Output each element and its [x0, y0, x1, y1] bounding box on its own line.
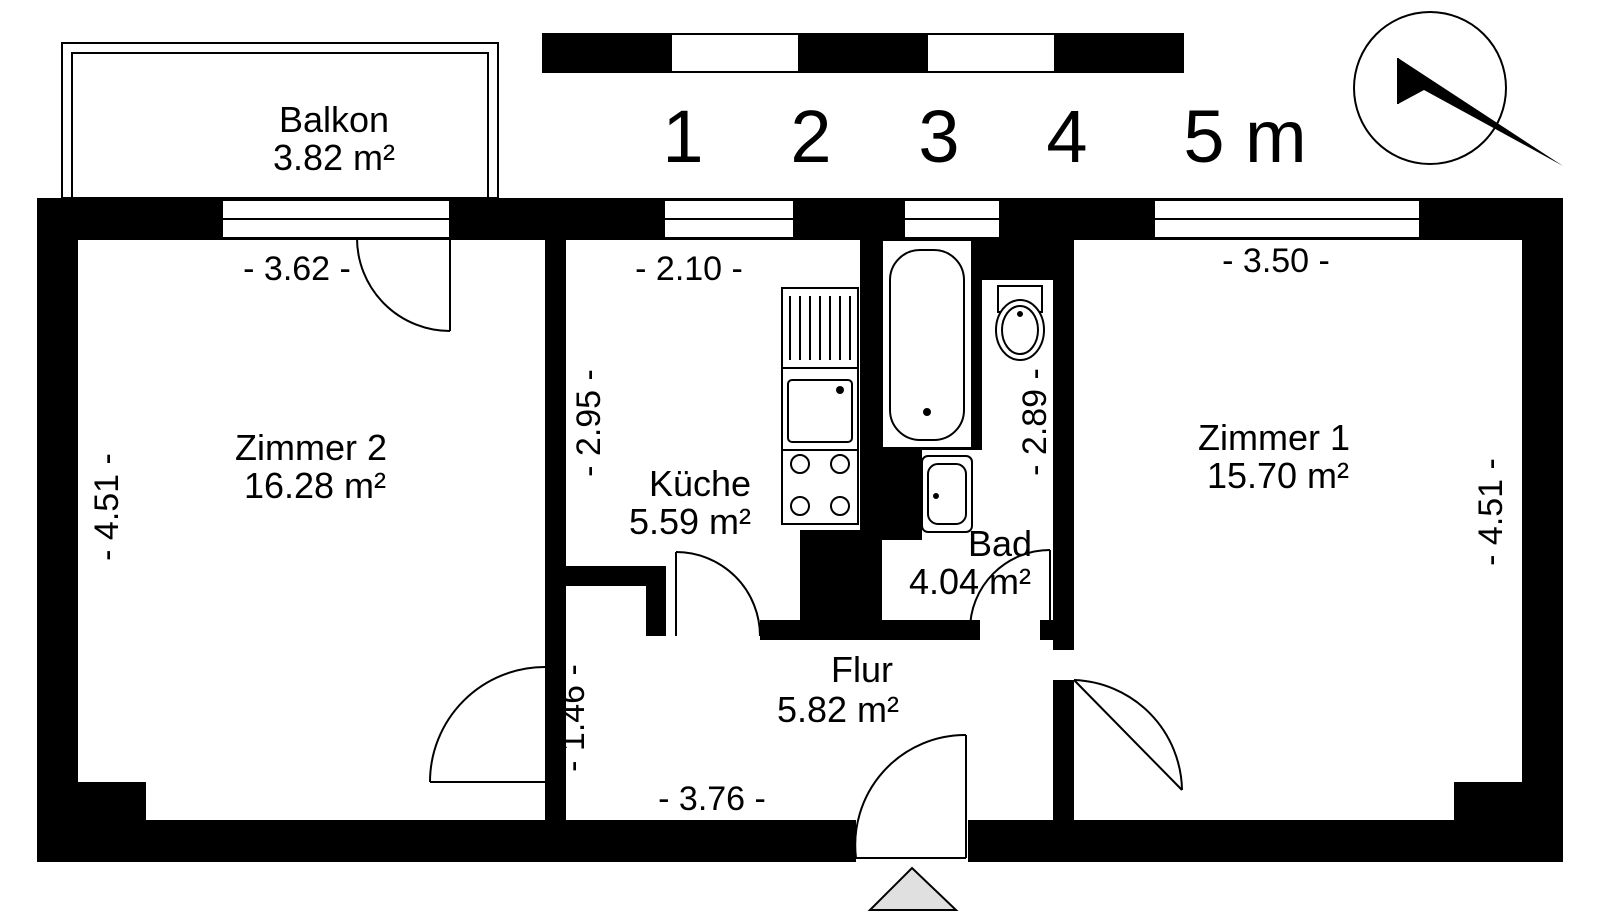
balcony-door-swing [356, 237, 451, 332]
room-area: 16.28 m² [244, 465, 386, 506]
room1-door-leaf [1073, 679, 1183, 791]
dimension-label: - 2.95 - [570, 369, 608, 477]
dimension-label: - 4.51 - [88, 453, 126, 561]
dimension-label: - 3.76 - [658, 780, 766, 818]
entrance-arrow-icon [867, 866, 959, 911]
room-name: Balkon [279, 99, 389, 140]
room1-door-swing [1073, 679, 1183, 791]
dimension-label: - 4.51 - [1472, 458, 1510, 566]
windows [221, 199, 1421, 239]
scale-label: 1 [662, 95, 703, 178]
room-name: Zimmer 1 [1198, 417, 1350, 458]
doors [356, 237, 1183, 862]
kitchen-sink [787, 379, 853, 443]
entrance-door-swing [854, 733, 967, 859]
dimension-label: - 3.50 - [1222, 242, 1330, 280]
room-name: Flur [831, 649, 893, 690]
kitchen-door-swing [675, 551, 761, 637]
drainboard [782, 296, 858, 369]
compass-icon [1353, 11, 1563, 166]
room-area: 4.04 m² [909, 561, 1031, 602]
room-labels: Balkon 3.82 m² Zimmer 2 16.28 m² Küche 5… [235, 99, 1350, 730]
scale-labels: 1 2 3 4 5 m [662, 95, 1306, 178]
room-area: 15.70 m² [1207, 455, 1349, 496]
scale-label: 5 m [1183, 95, 1306, 178]
dimension-labels: - 3.62 - - 2.10 - - 3.50 - - 3.76 - - 4.… [88, 242, 1510, 818]
dimension-label: - 3.62 - [243, 250, 351, 288]
scale-label: 2 [790, 95, 831, 178]
dimension-label: - 1.46 - [554, 664, 592, 772]
room-area: 5.82 m² [777, 689, 899, 730]
kitchen-fixtures [781, 287, 859, 525]
room-name: Zimmer 2 [235, 427, 387, 468]
room-name: Küche [649, 463, 751, 504]
room2-door-swing [429, 666, 546, 783]
entrance-opening [856, 820, 968, 862]
toilet-icon [995, 285, 1045, 361]
stove-icon [790, 454, 850, 516]
scale-label: 3 [918, 95, 959, 178]
dimension-label: - 2.89 - [1016, 368, 1054, 476]
scale-label: 4 [1046, 95, 1087, 178]
room-name: Bad [968, 523, 1032, 564]
scale-bar [542, 33, 1184, 73]
bath-door-swing [969, 549, 1051, 631]
dimension-label: - 2.10 - [635, 250, 743, 288]
room-area: 3.82 m² [273, 137, 395, 178]
room-area: 5.59 m² [629, 501, 751, 542]
bathroom-fixtures [881, 239, 1045, 533]
